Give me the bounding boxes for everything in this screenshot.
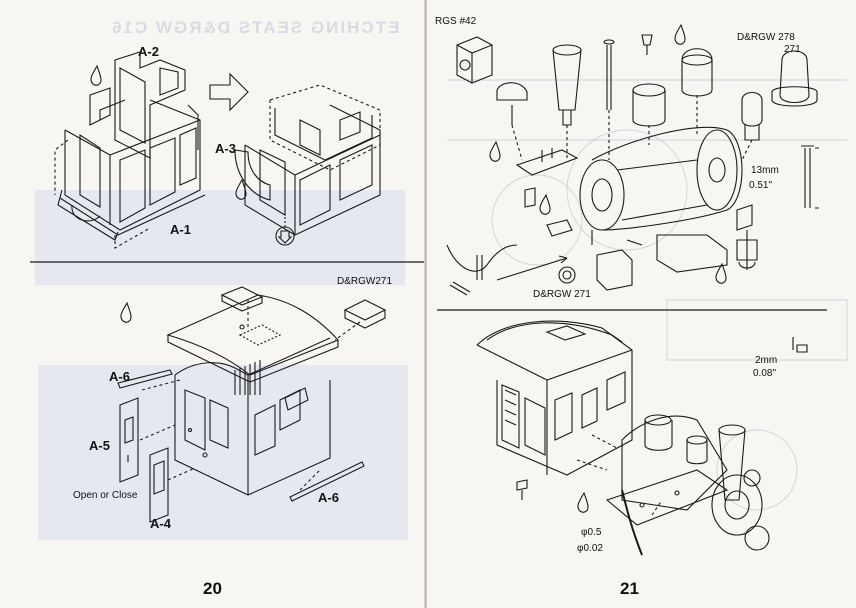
glue-drop-icon xyxy=(120,301,132,323)
glue-drop-icon xyxy=(674,23,686,45)
dim-2mm: 2mm xyxy=(755,355,778,366)
label-a5: A-5 xyxy=(89,438,110,453)
drgw-271-bottom-label: D&RGW 271 xyxy=(533,289,591,300)
drgw-dome-part xyxy=(771,50,818,107)
rivet-2mm-icon xyxy=(792,337,808,353)
drgw271-label: D&RGW271 xyxy=(337,276,393,287)
open-or-close-label: Open or Close xyxy=(73,490,138,501)
bolt-13mm-icon xyxy=(801,145,814,208)
label-a2: A-2 xyxy=(138,44,159,59)
page-number: 20 xyxy=(203,579,222,598)
right-page: RGS #42 D&RGW 278 271 13mm 0.51" D&RGW 2… xyxy=(427,0,856,608)
dim-008-inch: 0.08" xyxy=(753,368,777,379)
label-a1: A-1 xyxy=(170,222,191,237)
left-page-drawing xyxy=(30,51,425,523)
page-number: 21 xyxy=(620,579,639,598)
small-dome-part xyxy=(741,91,763,141)
dim-13mm: 13mm xyxy=(751,165,779,176)
book-gutter xyxy=(424,0,428,608)
bell-part xyxy=(496,82,528,101)
right-page-drawing xyxy=(437,23,848,556)
bleed-through-block xyxy=(35,190,405,285)
label-a3: A-3 xyxy=(215,141,236,156)
boiler-part xyxy=(579,126,743,231)
bleed-through-block xyxy=(38,365,408,540)
smokestack-part xyxy=(552,44,582,126)
glue-drop-icon xyxy=(90,64,102,86)
sand-dome-278-part xyxy=(681,48,713,97)
drgw-278-label: D&RGW 278 xyxy=(737,32,795,43)
cab-assembly-drawing xyxy=(54,51,206,249)
cab-roofless-drawing xyxy=(234,84,381,246)
sand-dome-part xyxy=(456,36,493,84)
assembled-locomotive-drawing xyxy=(476,320,770,556)
glue-drop-icon xyxy=(539,193,551,215)
steam-dome-part xyxy=(632,83,666,127)
valve-assembly-part xyxy=(656,204,758,273)
label-a4: A-4 xyxy=(150,516,171,531)
dia-05-label: φ0.5 xyxy=(581,527,602,538)
label-a6-bottom: A-6 xyxy=(318,490,339,505)
glue-drop-icon xyxy=(577,491,589,513)
rgs-42-label: RGS #42 xyxy=(435,16,477,27)
next-step-arrow xyxy=(209,72,249,112)
dia-002-label: φ0.02 xyxy=(577,543,603,554)
label-a6-top: A-6 xyxy=(109,369,130,384)
glue-drop-icon xyxy=(715,262,727,284)
glue-drop-icon xyxy=(489,140,501,162)
left-page: ETCHING SEATS D&RGW C16 xyxy=(0,0,425,608)
cab-exploded-drawing xyxy=(117,286,387,523)
dim-051-inch: 0.51" xyxy=(749,180,773,191)
drgw-271-label: 271 xyxy=(784,44,801,55)
